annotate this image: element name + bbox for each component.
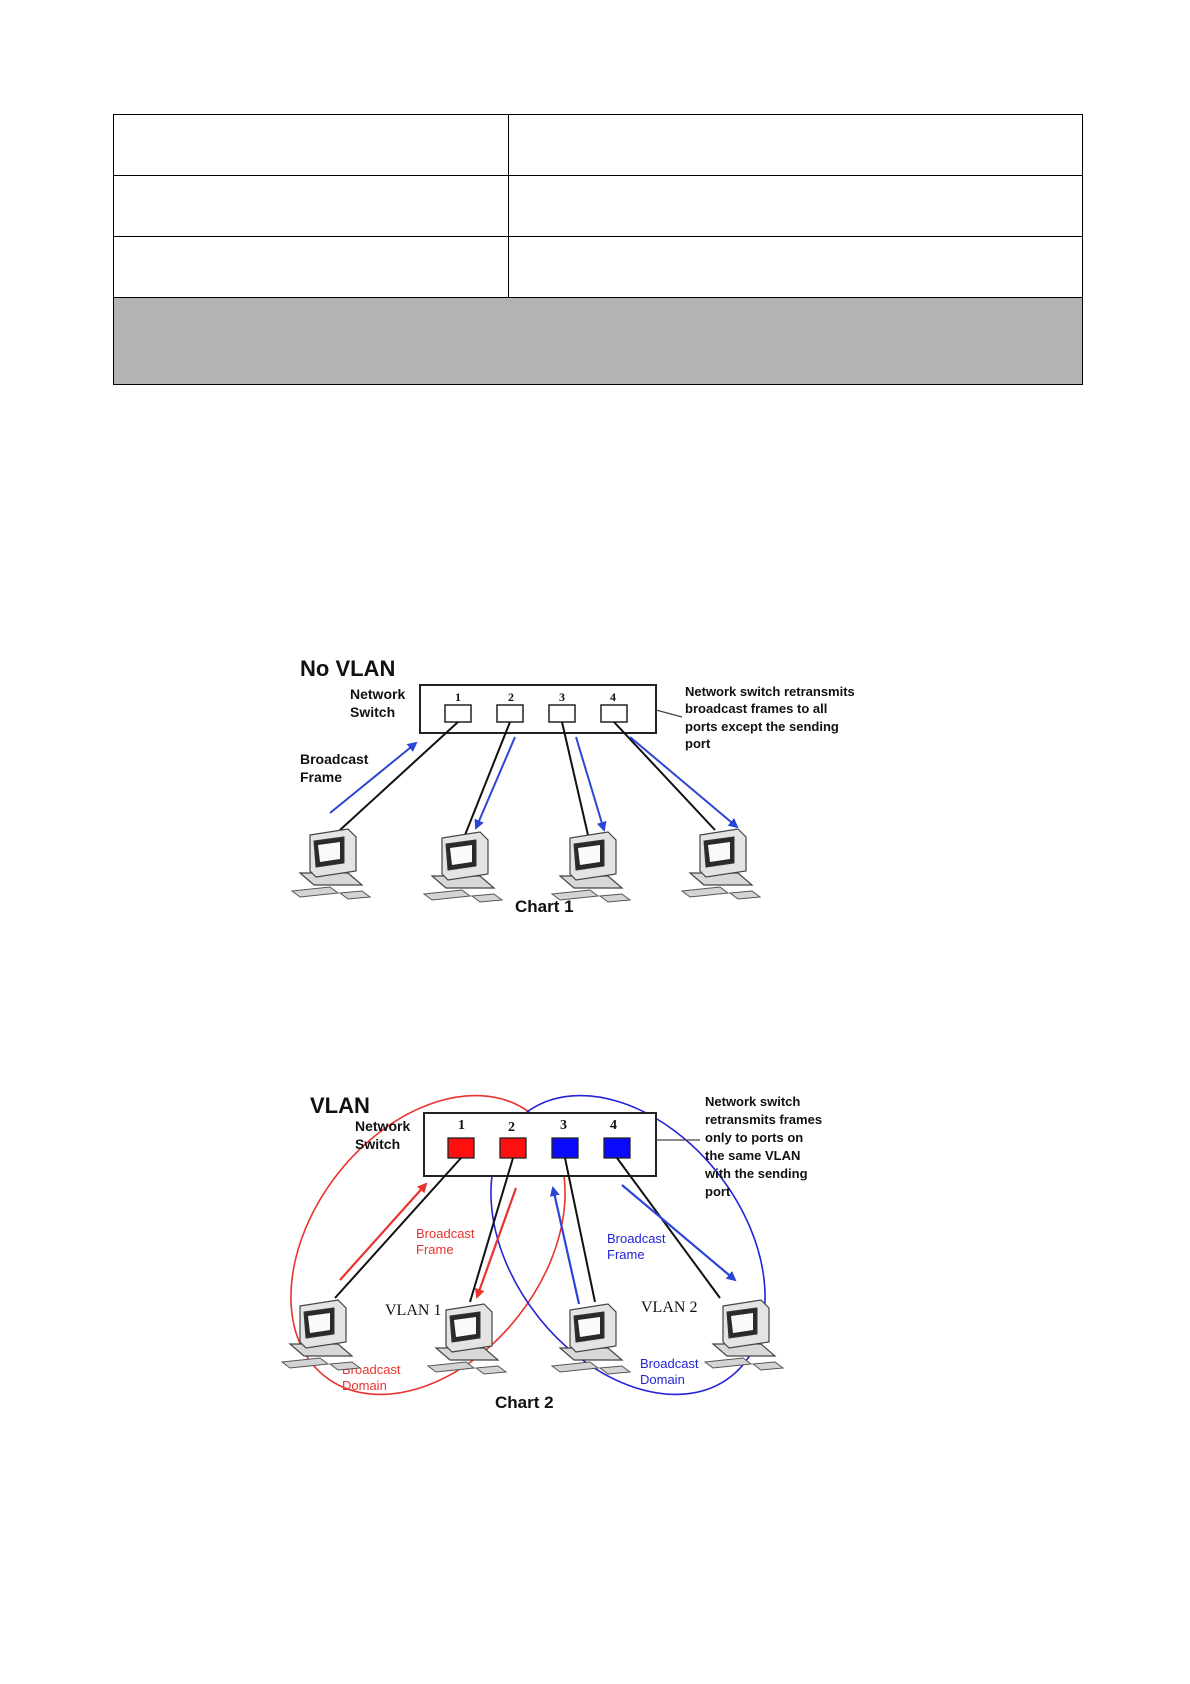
vlan2-domain-label: Broadcast bbox=[640, 1356, 699, 1371]
vlan2-frame-label: Frame bbox=[607, 1247, 645, 1262]
table-cell bbox=[508, 114, 1083, 176]
table-row bbox=[113, 175, 1083, 237]
computer-icon bbox=[681, 828, 761, 900]
chart-caption: Chart 2 bbox=[495, 1393, 554, 1412]
table-cell bbox=[113, 114, 509, 176]
port-number: 1 bbox=[458, 1118, 465, 1133]
computer-icon bbox=[551, 1303, 631, 1375]
switch-note: broadcast frames to all bbox=[685, 701, 827, 716]
port-number: 4 bbox=[610, 690, 616, 704]
cable bbox=[334, 1157, 462, 1299]
table-cell bbox=[508, 175, 1083, 237]
switch-port bbox=[496, 704, 524, 723]
broadcast-arrow bbox=[621, 1184, 737, 1282]
vlan1-frame-label: Frame bbox=[416, 1242, 454, 1257]
switch-label: Network bbox=[355, 1118, 410, 1134]
broadcast-arrow bbox=[339, 1182, 428, 1281]
port-number: 2 bbox=[508, 690, 514, 704]
switch-note: port bbox=[705, 1184, 731, 1199]
port-number: 2 bbox=[508, 1120, 515, 1135]
switch-note: Network switch bbox=[705, 1094, 800, 1109]
vlan1-frame-label: Broadcast bbox=[416, 1226, 475, 1241]
vlan1-domain-label: Domain bbox=[342, 1378, 387, 1393]
computer-icon bbox=[704, 1299, 784, 1371]
port-number: 1 bbox=[455, 690, 461, 704]
port-number: 3 bbox=[559, 690, 565, 704]
switch-port bbox=[548, 704, 576, 723]
broadcast-frame-label: Frame bbox=[300, 769, 342, 785]
broadcast-frame-label: Broadcast bbox=[300, 751, 369, 767]
vlan2-label: VLAN 2 bbox=[641, 1299, 697, 1316]
chart1-diagram: No VLAN Network Switch 1 2 3 4 Network s… bbox=[291, 656, 855, 916]
broadcast-arrow bbox=[474, 1187, 518, 1299]
switch-note: Network switch retransmits bbox=[685, 684, 855, 699]
vlan2-port bbox=[551, 1137, 579, 1159]
cable bbox=[564, 1157, 596, 1303]
table-cell bbox=[113, 175, 509, 237]
vlan2-domain-label: Domain bbox=[640, 1372, 685, 1387]
port-number: 4 bbox=[610, 1118, 617, 1133]
vlan2-frame-label: Broadcast bbox=[607, 1231, 666, 1246]
broadcast-arrow bbox=[329, 741, 418, 814]
table-footer-cell bbox=[113, 297, 1083, 385]
switch-label: Switch bbox=[350, 704, 395, 720]
vlan1-port bbox=[447, 1137, 475, 1159]
table-cell bbox=[113, 236, 509, 298]
table-row bbox=[113, 114, 1083, 176]
cable bbox=[469, 1157, 514, 1303]
switch-note: only to ports on bbox=[705, 1130, 803, 1145]
vlan2-port bbox=[603, 1137, 631, 1159]
switch-note: with the sending bbox=[704, 1166, 808, 1181]
vlan1-label: VLAN 1 bbox=[385, 1302, 441, 1319]
switch-port bbox=[444, 704, 472, 723]
computer-icon bbox=[423, 831, 503, 903]
cable bbox=[464, 721, 511, 836]
broadcast-arrow bbox=[474, 736, 516, 830]
switch-note: ports except the sending bbox=[685, 719, 839, 734]
chart2-title: VLAN bbox=[310, 1093, 370, 1118]
broadcast-arrow bbox=[575, 736, 607, 832]
cable bbox=[339, 721, 459, 831]
switch-label: Network bbox=[350, 686, 405, 702]
broadcast-arrow bbox=[549, 1186, 581, 1305]
table-row bbox=[113, 236, 1083, 298]
chart1-title: No VLAN bbox=[300, 656, 395, 681]
table-footer-row bbox=[113, 297, 1083, 385]
cable bbox=[561, 721, 589, 836]
switch-note: the same VLAN bbox=[705, 1148, 800, 1163]
computer-icon bbox=[281, 1299, 361, 1371]
switch-note: port bbox=[685, 736, 711, 751]
info-table bbox=[113, 114, 1083, 385]
callout-line bbox=[655, 709, 683, 718]
vlan1-port bbox=[499, 1137, 527, 1159]
chart-caption: Chart 1 bbox=[515, 897, 574, 916]
chart2-diagram: VLAN Network Switch 1 2 3 4 Network swit… bbox=[281, 1093, 822, 1412]
computer-icon bbox=[551, 831, 631, 903]
switch-note: retransmits frames bbox=[705, 1112, 822, 1127]
table-cell bbox=[508, 236, 1083, 298]
cable bbox=[616, 1157, 721, 1299]
computer-icon bbox=[291, 828, 371, 900]
switch-port bbox=[600, 704, 628, 723]
broadcast-arrow bbox=[629, 736, 739, 829]
switch-label: Switch bbox=[355, 1136, 400, 1152]
port-number: 3 bbox=[560, 1118, 567, 1133]
cable bbox=[613, 721, 716, 831]
